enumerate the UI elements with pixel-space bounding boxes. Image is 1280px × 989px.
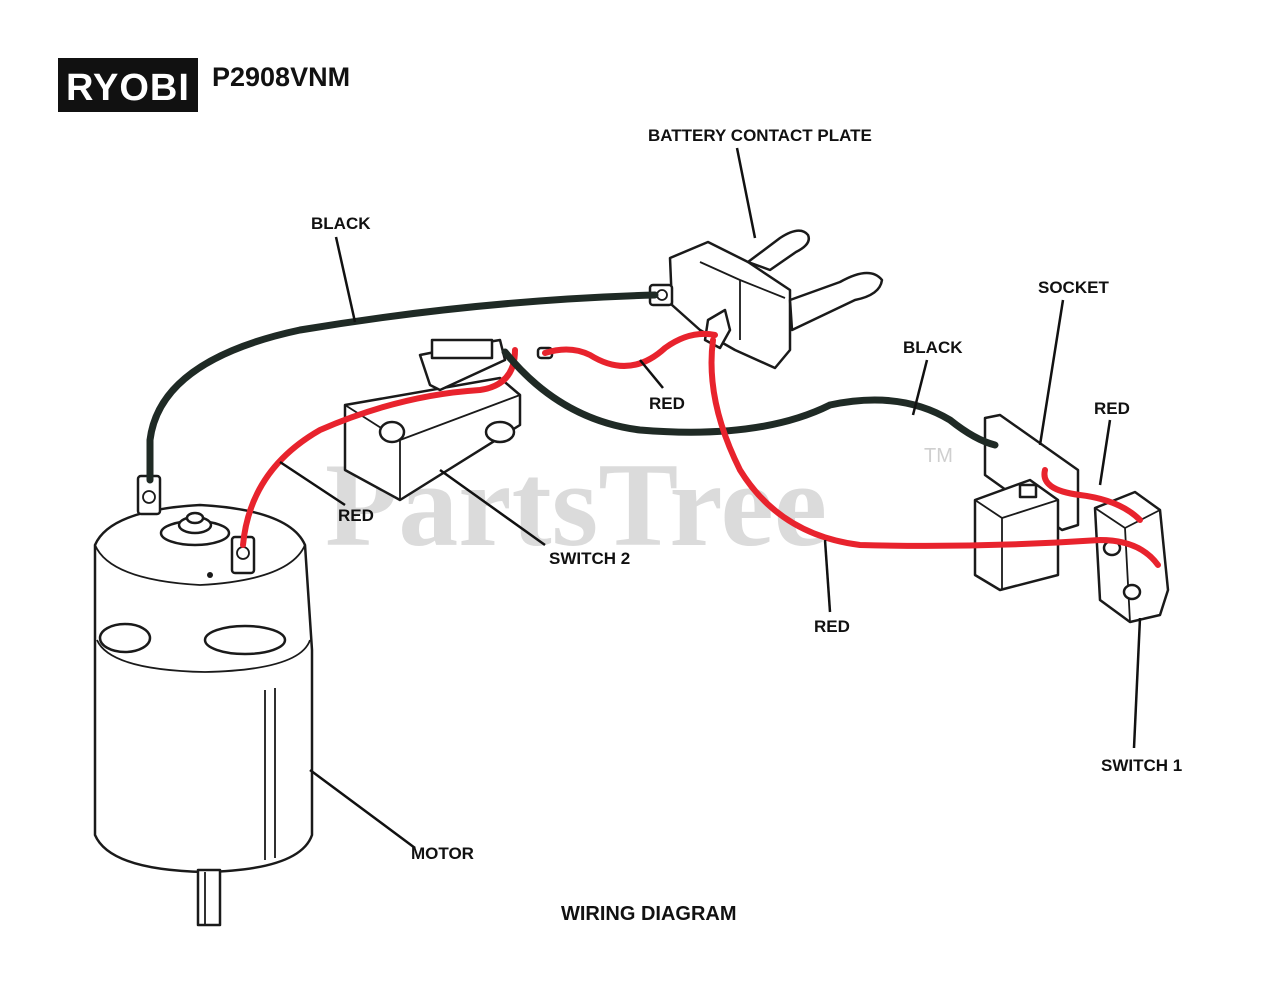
switch-1 [1093, 490, 1170, 624]
motor [93, 474, 314, 927]
label-red-left: RED [338, 506, 374, 525]
socket [973, 413, 1080, 592]
label-motor: MOTOR [411, 844, 474, 863]
leader-lines [279, 147, 1142, 850]
black-wire-motor-battery [146, 291, 659, 484]
ryobi-logo: RYOBI [58, 58, 198, 112]
label-red-right: RED [1094, 399, 1130, 418]
label-switch-1: SWITCH 1 [1101, 756, 1182, 775]
label-red-middle: RED [649, 394, 685, 413]
red-wire-socket-switch1 [1041, 467, 1143, 523]
model-number: P2908VNM [212, 62, 350, 92]
label-switch-2: SWITCH 2 [549, 549, 630, 568]
diagram-title: WIRING DIAGRAM [561, 903, 737, 925]
label-black-top: BLACK [311, 214, 371, 233]
red-wire-battery-switch1 [708, 337, 1161, 568]
watermark-tm: TM [924, 445, 953, 467]
wires [146, 291, 1161, 568]
red-wire-switch2-battery [542, 330, 718, 369]
battery-contact-plate [648, 229, 884, 370]
label-black-right: BLACK [903, 338, 963, 357]
black-wire-switch2-socket [501, 348, 999, 449]
ryobi-logo-text: RYOBI [66, 67, 190, 109]
red-wire-motor-switch2 [240, 347, 518, 548]
label-battery-contact-plate: BATTERY CONTACT PLATE [648, 126, 872, 145]
label-socket: SOCKET [1038, 278, 1109, 297]
label-red-bottom: RED [814, 617, 850, 636]
